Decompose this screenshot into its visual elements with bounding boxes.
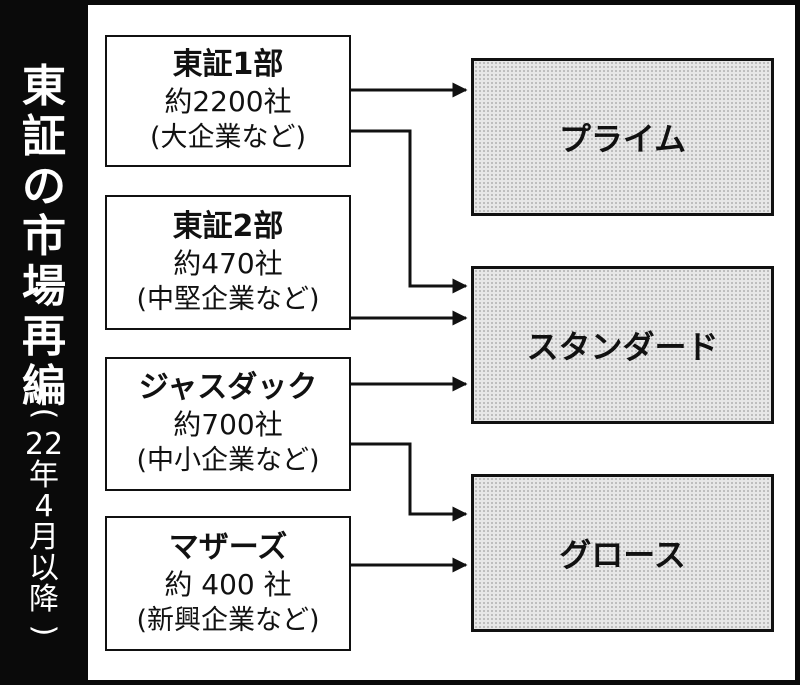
market-description: (大企業など) xyxy=(149,122,307,153)
box-jasdaq: ジャスダック 約700社 (中小企業など) xyxy=(105,357,351,491)
arrow-jasdaq-to-growth xyxy=(351,442,468,522)
company-count: 約700社 xyxy=(173,408,283,441)
subtitle-char: 月 xyxy=(29,520,59,555)
box-standard: スタンダード xyxy=(471,266,774,424)
box-tosho2: 東証2部 約470社 (中堅企業など) xyxy=(105,195,351,330)
subtitle-year: 22 xyxy=(24,427,64,462)
company-count: 約470社 xyxy=(173,246,283,280)
frame-top-border xyxy=(0,0,800,5)
market-description: (中小企業など) xyxy=(136,445,320,476)
market-description: (新興企業など) xyxy=(136,604,320,636)
new-market-name: スタンダード xyxy=(526,328,719,366)
subtitle-char: 降 xyxy=(29,582,59,617)
title-char: の xyxy=(22,161,66,212)
subtitle-month: 4 xyxy=(34,489,54,524)
vertical-subtitle: ( 22 年 4 月 以 降 ) xyxy=(0,398,88,646)
title-char: 市 xyxy=(22,211,66,262)
title-char: 再 xyxy=(22,311,66,362)
company-count: 約 400 社 xyxy=(164,567,292,601)
company-count: 約2200社 xyxy=(164,85,292,118)
title-char: 場 xyxy=(22,261,66,312)
subtitle-char: 以 xyxy=(29,551,59,586)
box-growth: グロース xyxy=(471,474,774,632)
new-market-name: グロース xyxy=(559,536,686,574)
market-name: 東証1部 xyxy=(172,47,284,82)
market-name: マザーズ xyxy=(168,529,288,565)
box-mothers: マザーズ 約 400 社 (新興企業など) xyxy=(105,516,351,651)
box-tosho1: 東証1部 約2200社 (大企業など) xyxy=(105,35,351,167)
subtitle-char: 年 xyxy=(29,458,59,493)
frame-bottom-border xyxy=(0,680,800,685)
title-char: 証 xyxy=(22,111,66,162)
market-description: (中堅企業など) xyxy=(136,283,320,315)
frame-right-border xyxy=(795,0,800,685)
box-prime: プライム xyxy=(471,58,774,216)
frame-left-band xyxy=(0,0,88,685)
new-market-name: プライム xyxy=(558,120,687,158)
arrow-tosho1-to-standard xyxy=(351,129,468,294)
market-name: 東証2部 xyxy=(172,208,284,244)
market-name: ジャスダック xyxy=(138,370,318,405)
vertical-title: 東 証 の 市 場 再 編 xyxy=(0,62,88,412)
title-char: 東 xyxy=(22,61,66,112)
title-char: 編 xyxy=(22,361,66,412)
